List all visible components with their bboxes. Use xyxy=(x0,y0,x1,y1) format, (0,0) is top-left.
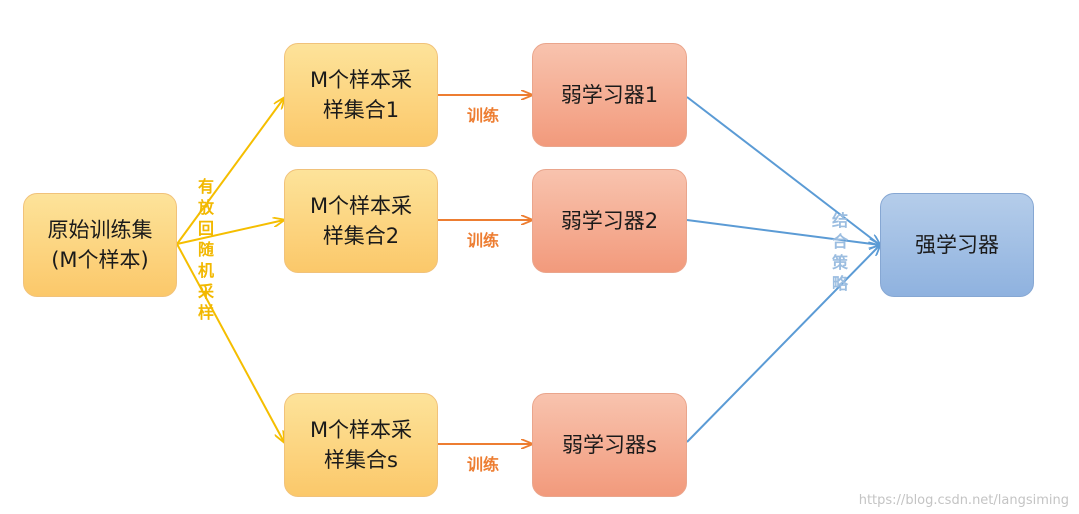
sample-subset-node-2: M个样本采 样集合2 xyxy=(284,169,438,273)
train-label-2: 训练 xyxy=(467,231,500,250)
train-label-1: 训练 xyxy=(467,106,500,125)
sampling-arrow-2 xyxy=(176,220,284,245)
weak-learner-node-s: 弱学习器s xyxy=(532,393,687,497)
sampling-arrow-1 xyxy=(176,98,284,245)
weak-learner-node-1: 弱学习器1 xyxy=(532,43,687,147)
combine-arrow-2 xyxy=(686,219,880,245)
sampling-arrow-s xyxy=(176,243,284,442)
train-label-s: 训练 xyxy=(467,455,500,474)
sample-subset-node-s: M个样本采 样集合s xyxy=(284,393,438,497)
watermark-url: https://blog.csdn.net/langsiming xyxy=(858,493,1069,508)
weak-learner-node-2: 弱学习器2 xyxy=(532,169,687,273)
sample-subset-node-1: M个样本采 样集合1 xyxy=(284,43,438,147)
strong-learner-node: 强学习器 xyxy=(880,193,1034,297)
sampling-method-label: 有放回随机采样 xyxy=(197,177,214,322)
combine-strategy-label: 结合策略 xyxy=(831,211,848,293)
combine-arrow-1 xyxy=(686,96,880,245)
source-training-set-node: 原始训练集 (M个样本) xyxy=(23,193,177,297)
combine-arrow-s xyxy=(686,245,880,443)
